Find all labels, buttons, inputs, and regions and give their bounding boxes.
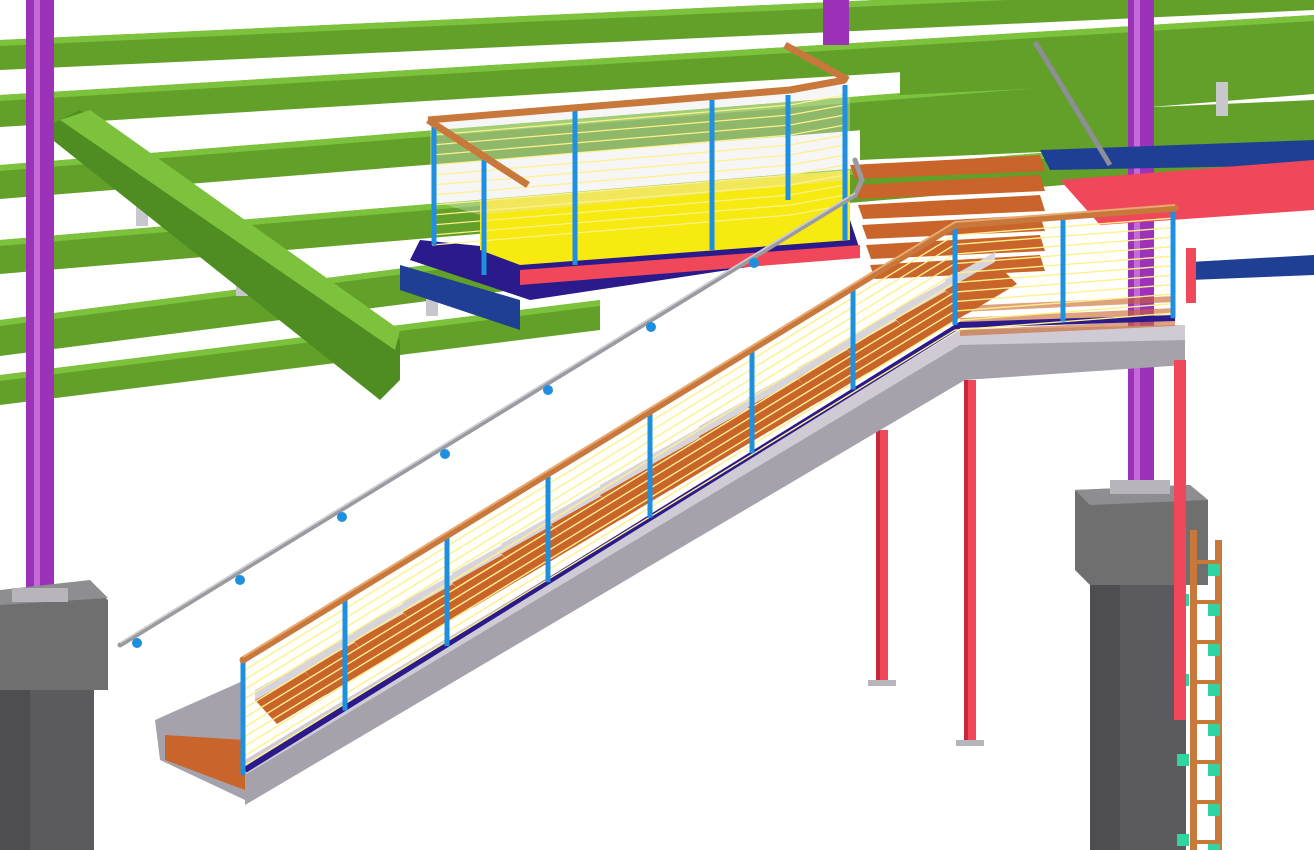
upper-tread [854,175,1045,199]
green-beam [0,60,1314,199]
diagonal-girder-flange [60,110,400,350]
deck-beam [1190,255,1314,280]
ladder-clip [1208,844,1220,850]
pier-left [0,580,108,850]
deck-beam [400,265,520,330]
green-beam [0,300,600,405]
ladder-rung [1197,760,1215,764]
base-plate [12,588,68,602]
green-beam-flange [0,15,1314,101]
landing-handrail [427,76,846,124]
stair-riser [846,310,897,349]
stair-riser [304,632,355,671]
guard-cable [431,204,846,246]
ladder-rung [1197,800,1215,804]
post-base-plate [956,740,984,746]
ladder-clip [1208,604,1220,616]
purple-column-highlight [34,0,40,600]
ladder-clip [1177,754,1189,766]
ladder-rung [1197,840,1215,844]
handrail-bracket [132,638,142,648]
ladder-clip [1208,644,1220,656]
green-beam-flange [0,300,600,381]
red-post-shade [876,430,880,680]
ladder-clip [1208,724,1220,736]
access-ladder [1174,360,1222,850]
ladder-rung [1197,600,1215,604]
handrail-bracket [235,575,245,585]
handrail-bracket [749,258,759,268]
landing-handrail [783,41,850,84]
landing-handrail [426,117,530,188]
ladder-clip [1208,564,1220,576]
upper-tread [850,155,1045,179]
ladder-clip [1208,764,1220,776]
guard-cable [431,194,846,236]
diagonal-girder [40,110,400,400]
pier-right [1075,480,1208,850]
green-beam [0,0,1314,70]
upper-tread [858,195,1045,219]
landing-tread [960,308,1175,324]
base-plate [1110,480,1170,494]
bottom-landing-tread [165,735,245,790]
ladder-rung [1197,560,1215,564]
green-beam [900,40,1314,95]
red-post [1174,360,1186,720]
red-post-shade [964,380,968,740]
stair-riser [501,515,552,554]
stair-stringer [245,325,1185,805]
stair-tread [649,437,722,490]
red-post [1186,248,1196,303]
ladder-clip [1208,804,1220,816]
stair-tread [600,467,672,519]
ladder-rung [1197,720,1215,724]
green-beam-flange [0,0,1008,46]
green-beam [0,15,1314,127]
stair-tread [452,554,525,607]
stair-riser [255,662,305,700]
stair-tread [353,613,426,666]
ladder-clip [1208,684,1220,696]
landing-tread [960,320,1175,336]
handrail-bracket [440,449,450,459]
stair-riser [747,369,798,408]
handrail-bracket [646,322,656,332]
stair-tread [501,525,574,578]
top-handrail [239,204,1179,664]
landing-red-edge [520,245,860,285]
stair-tread [550,496,623,549]
guard-cable [244,312,1176,766]
ladder-rung [1197,680,1215,684]
brace-rod [1032,40,1113,167]
stair-riser [797,339,848,378]
stair-riser [895,281,946,320]
handrail-brackets [132,258,759,648]
support-posts [868,380,984,746]
post-base-plate [868,680,896,686]
stair-riser [402,574,453,613]
handrail-bracket [337,512,347,522]
handrail-bracket [543,385,553,395]
landing-guardrail [426,41,850,188]
wall-handrail [117,157,865,648]
ladder-clip [1177,834,1189,846]
ladder-rung [1197,640,1215,644]
stair-riser [353,603,404,642]
toe-plate [243,315,1176,773]
beam-connection-plate [1216,82,1228,116]
purple-column [823,0,849,45]
landing-tread [960,296,1175,312]
main-stair [155,85,1185,805]
top-handrail-highlight [242,204,1176,658]
balusters [240,85,1176,775]
